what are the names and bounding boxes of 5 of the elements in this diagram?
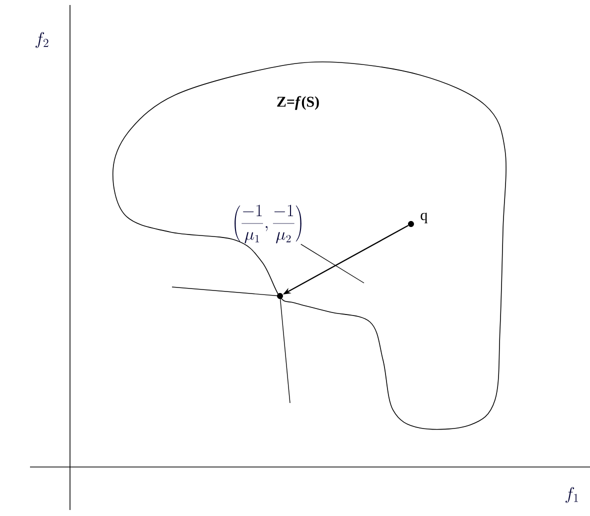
- point-label: q: [420, 212, 428, 224]
- leader-line: [300, 244, 364, 284]
- point-label: $\left(\frac{-1}{\mu_1},\frac{-1}{\mu_2}\right)$: [234, 204, 302, 244]
- axis-label: $f_1$: [566, 487, 578, 503]
- axis-label: $f_2$: [36, 32, 48, 48]
